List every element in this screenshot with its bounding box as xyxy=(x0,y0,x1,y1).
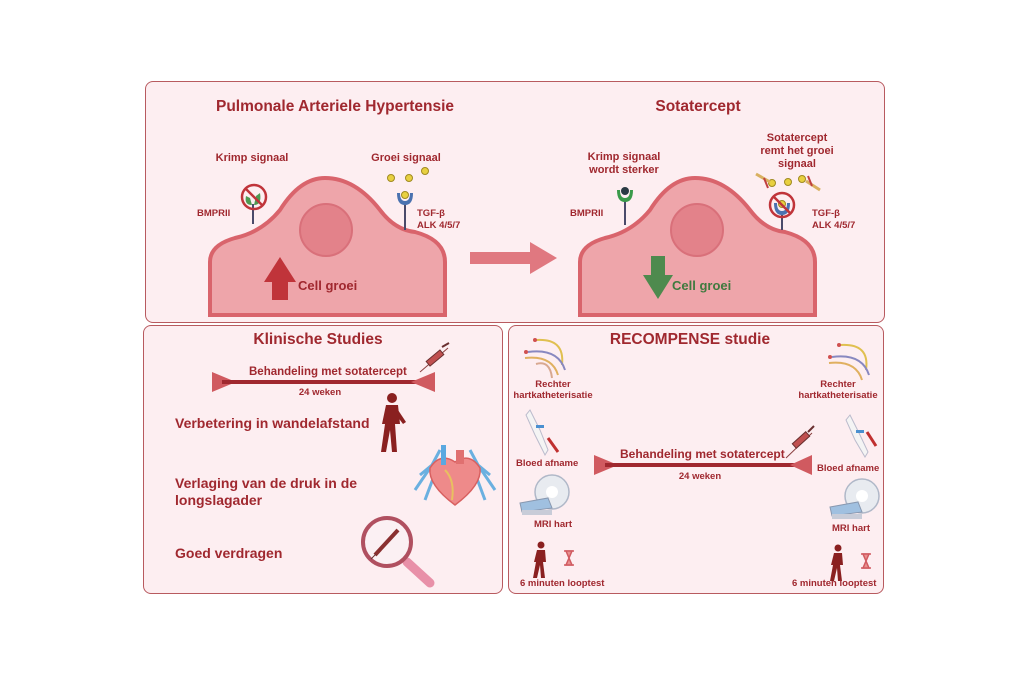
walking-person-icon xyxy=(381,393,406,452)
tgf-label: TGF-β xyxy=(417,208,445,219)
magnifier-syringe-icon xyxy=(361,516,435,588)
hourglass-icon-followup xyxy=(861,553,871,569)
krimp-signal-label: Krimp signaal xyxy=(215,152,289,164)
followup-cath-line2: hartkatheterisatie xyxy=(798,390,878,401)
pah-title: Pulmonale Arteriele Hypertensie xyxy=(215,98,455,115)
hourglass-icon-baseline xyxy=(564,550,574,566)
heart-lungs-icon xyxy=(413,445,497,506)
mri-icon-followup xyxy=(829,478,880,519)
outcome-tolerated: Goed verdragen xyxy=(175,545,283,561)
alk-label: ALK 4/5/7 xyxy=(417,220,461,231)
timeline-end-marker xyxy=(411,372,435,392)
arrow-down-icon xyxy=(643,256,673,299)
followup-blood-label: Bloed afname xyxy=(817,463,880,474)
followup-cath-label: Rechter hartkatheterisatie xyxy=(798,379,877,401)
baseline-cath-line2: hartkatheterisatie xyxy=(513,390,593,401)
recompense-timeline-duration: 24 weken xyxy=(678,471,722,482)
walking-person-icon-followup xyxy=(830,544,843,581)
clinical-timeline-duration: 24 weken xyxy=(298,387,342,398)
blood-draw-icon-followup xyxy=(845,414,878,458)
baseline-blood-label: Bloed afname xyxy=(516,458,579,469)
recompense-timeline-end xyxy=(790,455,812,475)
sotatercept-title: Sotatercept xyxy=(655,98,741,115)
sotatercept-blocks-line2: remt het groei xyxy=(760,145,834,157)
syringe-icon xyxy=(419,342,450,373)
walking-person-icon-baseline xyxy=(533,541,546,578)
blood-draw-icon-baseline xyxy=(525,409,560,457)
followup-mri-label: MRI hart xyxy=(832,523,870,534)
sotatercept-blocks-line3: signaal xyxy=(778,158,816,170)
syringe-icon-recompense xyxy=(785,425,815,459)
mri-icon-baseline xyxy=(519,474,570,515)
recompense-panel xyxy=(508,325,884,594)
outcome-pressure-line2: longslagader xyxy=(175,492,263,508)
sotatercept-blocks-line1: Sotatercept xyxy=(766,132,828,144)
baseline-mri-label: MRI hart xyxy=(534,519,572,530)
sotatercept-blocks-label: Sotatercept remt het groei signaal xyxy=(760,132,833,171)
krimp-stronger-label: Krimp signaal wordt sterker xyxy=(588,151,661,177)
pah-nucleus xyxy=(299,203,353,257)
baseline-cath-label: Rechter hartkatheterisatie xyxy=(513,379,592,401)
cell-growth-label: Cell groei xyxy=(298,278,358,293)
arrow-up-icon xyxy=(264,257,296,300)
krimp-stronger-line2: wordt sterker xyxy=(589,164,659,176)
sotatercept-nucleus xyxy=(670,203,724,257)
timeline-bar xyxy=(222,380,422,384)
no-sign-icon xyxy=(240,183,268,211)
outcome-pressure: Verlaging van de druk in de longslagader xyxy=(175,475,357,509)
followup-cath-line1: Rechter xyxy=(820,379,856,390)
tgf-label-right: TGF-β xyxy=(812,208,840,219)
alk-label-right: ALK 4/5/7 xyxy=(812,220,856,231)
recompense-timeline-label: Behandeling met sotatercept xyxy=(620,447,785,461)
cell-growth-label-right: Cell groei xyxy=(672,278,732,293)
clinical-studies-title: Klinische Studies xyxy=(253,331,383,348)
bmprii-label: BMPRII xyxy=(197,208,231,219)
groei-signal-label: Groei signaal xyxy=(371,152,441,164)
clinical-timeline-label: Behandeling met sotatercept xyxy=(249,366,407,378)
krimp-stronger-line1: Krimp signaal xyxy=(587,151,661,163)
bmprii-label-right: BMPRII xyxy=(570,208,604,219)
catheter-icon-followup xyxy=(828,343,870,381)
baseline-cath-line1: Rechter xyxy=(535,379,571,390)
outcome-walking: Verbetering in wandelafstand xyxy=(175,415,370,431)
catheter-icon-baseline xyxy=(524,338,566,379)
recompense-timeline-bar xyxy=(605,463,805,467)
recompense-title: RECOMPENSE studie xyxy=(609,331,771,348)
no-sign-icon xyxy=(768,191,796,219)
outcome-pressure-line1: Verlaging van de druk in de xyxy=(175,475,358,491)
baseline-walk-label: 6 minuten looptest xyxy=(520,578,605,589)
followup-walk-label: 6 minuten looptest xyxy=(792,578,877,589)
